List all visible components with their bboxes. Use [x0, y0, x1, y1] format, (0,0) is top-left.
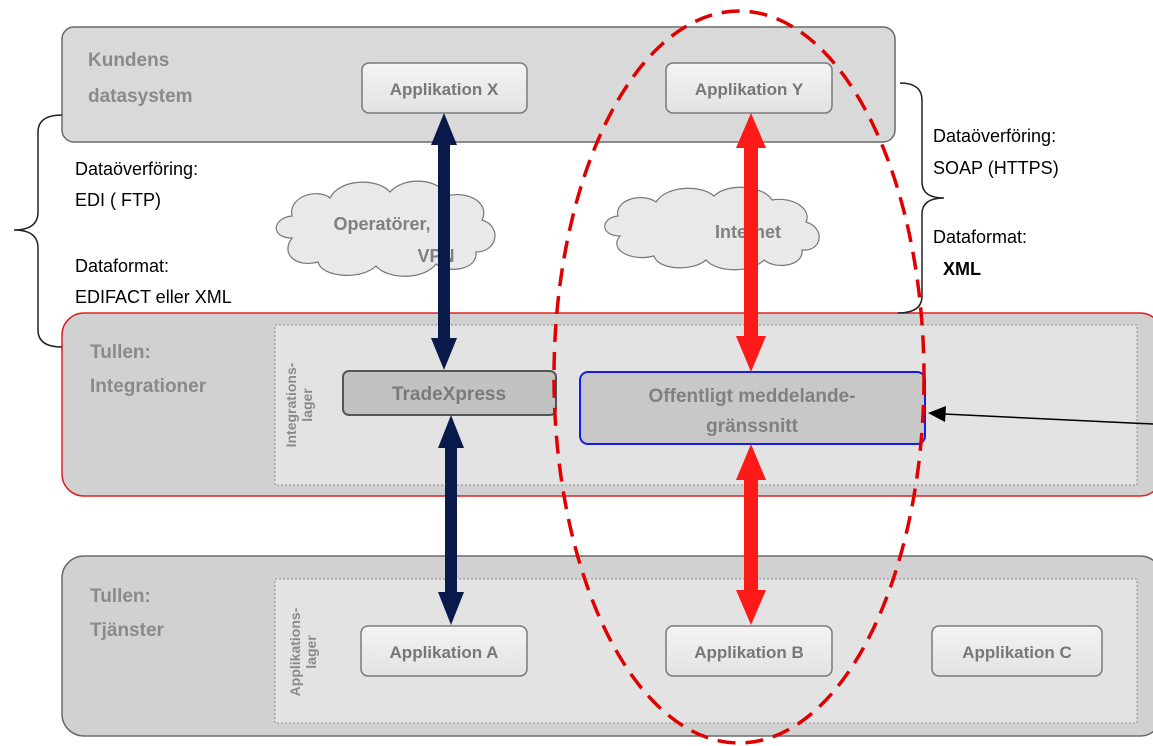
left-format-value: EDIFACT eller XML: [75, 287, 232, 307]
left-format-label: Dataformat:: [75, 256, 169, 276]
svg-text:Applikations-: Applikations-: [287, 607, 303, 696]
tradexpress-box[interactable]: [342, 370, 557, 416]
app-x-box[interactable]: [361, 62, 528, 114]
svg-text:lager: lager: [299, 388, 315, 422]
navy-arrow-upper: [431, 113, 457, 370]
left-transfer-label: Dataöverföring:: [75, 159, 198, 179]
app-c-label: Applikation C: [962, 643, 1072, 662]
left-transfer-value: EDI ( FTP): [75, 190, 161, 210]
svg-text:Integrations-: Integrations-: [283, 362, 299, 447]
pointer-arrow-line: [943, 413, 1153, 425]
public-interface-line2: gränssnitt: [706, 416, 799, 437]
services-title-line1: Tullen:: [90, 586, 151, 607]
right-format-label: Dataformat:: [933, 227, 1027, 247]
cloud-internet: [604, 186, 820, 271]
integration-title-line2: Integrationer: [90, 376, 207, 397]
app-a-box[interactable]: [360, 625, 528, 677]
svg-text:lager: lager: [303, 635, 319, 669]
application-layer-label: Applikations- lager: [287, 607, 319, 696]
cloud-operators-line1: Operatörer,: [333, 214, 430, 234]
customer-title-line2: datasystem: [88, 86, 193, 107]
customer-title-line1: Kundens: [88, 50, 169, 71]
right-brace: [897, 82, 945, 314]
app-y-box[interactable]: [665, 62, 833, 114]
highlight-dashed-ellipse: [552, 9, 926, 745]
app-c-box[interactable]: [931, 625, 1103, 677]
app-a-label: Applikation A: [390, 643, 499, 662]
left-brace: [13, 114, 63, 348]
integration-layer-label: Integrations- lager: [283, 362, 315, 447]
right-format-value: XML: [943, 259, 981, 279]
public-interface-line1: Offentligt meddelande-: [649, 386, 856, 407]
red-arrow-lower: [736, 444, 766, 625]
right-transfer-label: Dataöverföring:: [933, 126, 1056, 146]
integration-title-line1: Tullen:: [90, 342, 151, 363]
red-arrow-upper: [736, 113, 766, 372]
tradexpress-label: TradeXpress: [392, 384, 506, 405]
app-b-box[interactable]: [665, 625, 833, 677]
right-transfer-value: SOAP (HTTPS): [933, 158, 1059, 178]
app-b-label: Applikation B: [694, 643, 804, 662]
app-y-label: Applikation Y: [695, 80, 804, 99]
app-x-label: Applikation X: [390, 80, 499, 99]
navy-arrow-lower: [438, 415, 464, 625]
pointer-arrow-head: [928, 406, 946, 422]
services-title-line2: Tjänster: [90, 620, 165, 641]
